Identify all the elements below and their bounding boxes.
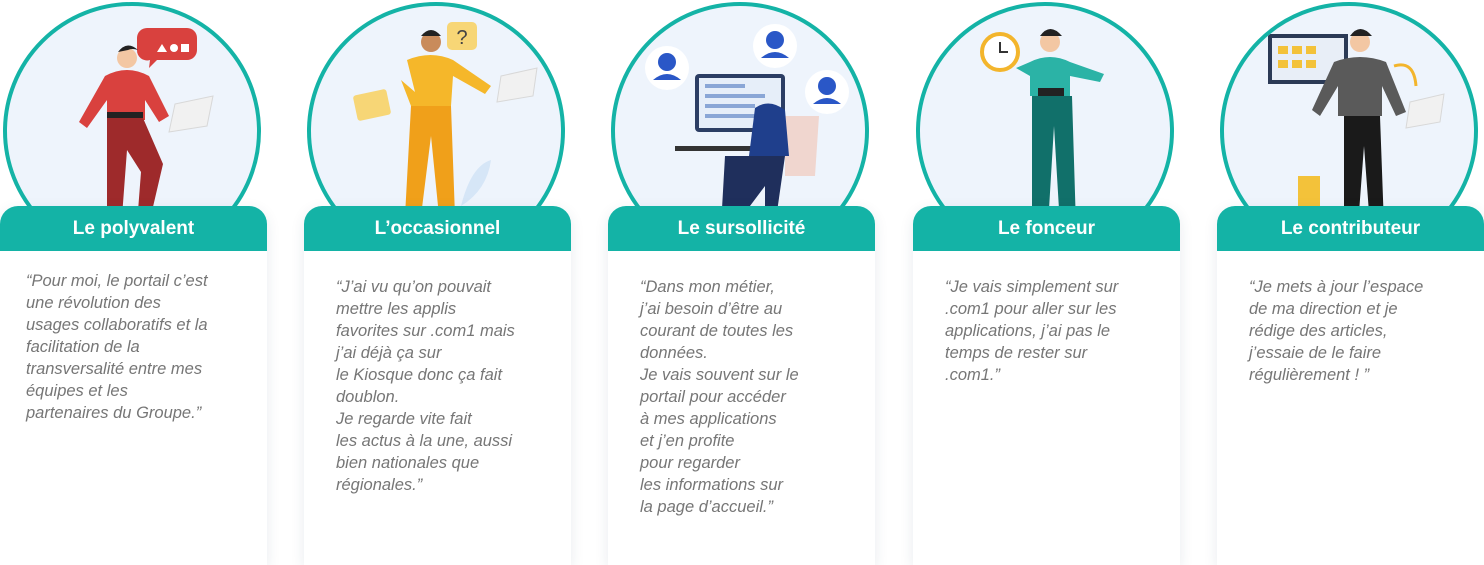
person-board-icon bbox=[1268, 29, 1445, 226]
persona-card: Le sursollicité “Dans mon métier, j’ai b… bbox=[608, 206, 875, 565]
persona-fonceur: Le fonceur “Je vais simplement sur .com1… bbox=[913, 0, 1180, 565]
persona-sursollicite: Le sursollicité “Dans mon métier, j’ai b… bbox=[608, 0, 875, 565]
persona-title: L’occasionnel bbox=[304, 206, 571, 251]
persona-quote: “Je vais simplement sur .com1 pour aller… bbox=[945, 278, 1119, 384]
persona-card: Le polyvalent “Pour moi, le portail c’es… bbox=[0, 206, 267, 565]
person-question-icon: ? bbox=[353, 22, 538, 216]
persona-quote: “J’ai vu qu’on pouvait mettre les applis… bbox=[336, 278, 515, 494]
persona-card: Le contributeur “Je mets à jour l’espace… bbox=[1217, 206, 1484, 565]
persona-title: Le contributeur bbox=[1217, 206, 1484, 251]
persona-quote: “Dans mon métier, j’ai besoin d’être au … bbox=[640, 278, 799, 516]
persona-card: L’occasionnel “J’ai vu qu’on pouvait met… bbox=[304, 206, 571, 565]
persona-card: Le fonceur “Je vais simplement sur .com1… bbox=[913, 206, 1180, 565]
persona-quote: “Pour moi, le portail c’est une révoluti… bbox=[26, 272, 208, 422]
person-with-laptop-icon bbox=[79, 28, 214, 230]
person-clock-icon bbox=[980, 29, 1104, 226]
persona-title: Le sursollicité bbox=[608, 206, 875, 251]
persona-quote: “Je mets à jour l’espace de ma direction… bbox=[1249, 278, 1424, 384]
persona-occasionnel: ? L’occasionnel “J’ai vu qu’on pouvait m… bbox=[304, 0, 571, 565]
persona-title: Le fonceur bbox=[913, 206, 1180, 251]
svg-text:?: ? bbox=[456, 27, 467, 49]
persona-polyvalent: Le polyvalent “Pour moi, le portail c’es… bbox=[0, 0, 267, 565]
persona-title: Le polyvalent bbox=[0, 206, 267, 251]
persona-contributeur: Le contributeur “Je mets à jour l’espace… bbox=[1217, 0, 1484, 565]
